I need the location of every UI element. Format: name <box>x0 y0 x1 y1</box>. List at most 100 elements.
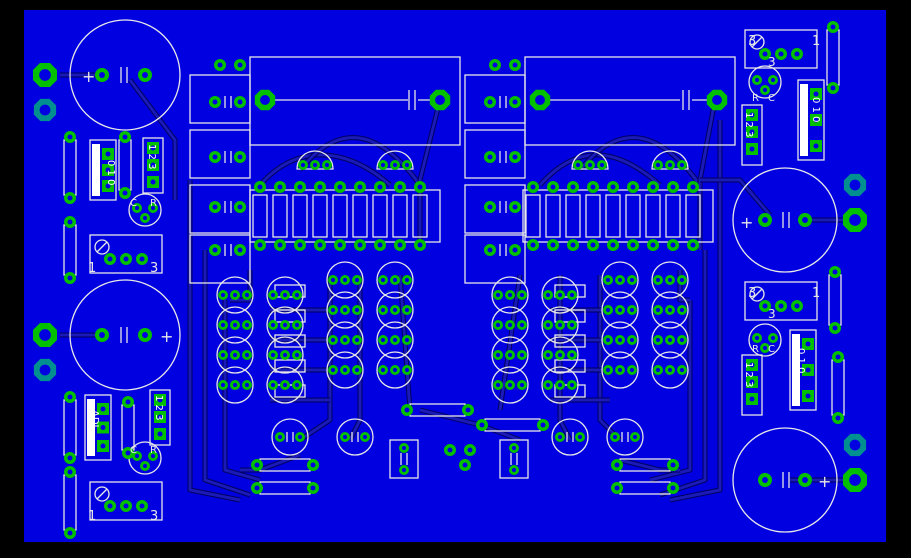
pad-hole <box>849 474 861 486</box>
pad-hole <box>655 277 661 283</box>
pad-hole <box>530 184 536 190</box>
silk-outline <box>464 234 526 284</box>
silk-circle <box>326 291 364 329</box>
pad-hole <box>830 24 836 30</box>
pad-hole <box>330 277 336 283</box>
pad-hole <box>282 352 288 358</box>
pad-hole <box>357 184 363 190</box>
pad-hole <box>762 217 768 223</box>
silk-circle <box>541 336 579 374</box>
pad-hole <box>100 443 106 449</box>
pad-hole <box>310 485 316 491</box>
pad-hole <box>435 95 445 105</box>
pad-hole <box>342 337 348 343</box>
silk-outline <box>274 334 306 348</box>
silk-circle <box>376 321 414 359</box>
pad-hole <box>778 303 784 309</box>
silk-outline <box>464 74 526 124</box>
pad-hole <box>802 477 808 483</box>
c-label: C <box>768 93 775 104</box>
pad-hole <box>67 275 73 281</box>
pad-hole <box>401 467 407 473</box>
pad-hole <box>212 247 218 253</box>
r-label: R <box>752 93 759 104</box>
pad-hole <box>605 277 611 283</box>
pin-label: 3 <box>768 55 776 69</box>
pad-hole <box>237 247 243 253</box>
pad-hole <box>105 183 111 189</box>
silk-circle <box>551 418 589 456</box>
pad-hole <box>569 292 575 298</box>
pad-hole <box>39 104 51 116</box>
pad-hole <box>655 162 661 168</box>
pad-hole <box>762 87 768 93</box>
pad-hole <box>479 422 485 428</box>
c-label: C <box>130 445 137 456</box>
silk-circle <box>128 193 162 227</box>
pad-hole <box>317 242 323 248</box>
pin-label: 3 <box>748 34 756 49</box>
pad-hole <box>270 382 276 388</box>
pad-hole <box>749 146 755 152</box>
pad-hole <box>495 352 501 358</box>
silk-circle <box>606 418 644 456</box>
pad-hole <box>749 129 755 135</box>
pad-hole <box>330 307 336 313</box>
silk-circle <box>216 336 254 374</box>
pad-hole <box>354 367 360 373</box>
pin-label: 1 <box>88 509 96 524</box>
silk-circle <box>601 351 639 389</box>
pad-hole <box>557 352 563 358</box>
silk-circle <box>266 276 304 314</box>
silk-outline <box>464 184 526 234</box>
pad-hole <box>512 99 518 105</box>
pad-hole <box>830 85 836 91</box>
silk-circle <box>601 291 639 329</box>
heatsink-tab <box>800 84 808 156</box>
silk-circle <box>651 321 689 359</box>
pad-hole <box>545 352 551 358</box>
transistor-outline <box>296 150 334 170</box>
pad-hole <box>123 256 129 262</box>
pad-hole <box>270 322 276 328</box>
pad-hole <box>507 352 513 358</box>
pad-hole <box>310 462 316 468</box>
plus-label: + <box>160 327 173 346</box>
pad-hole <box>557 434 563 440</box>
silk-circle <box>266 336 304 374</box>
pad-hole <box>139 503 145 509</box>
pad-hole <box>667 307 673 313</box>
silk-outline <box>789 329 817 411</box>
silk-outline <box>565 194 581 238</box>
silk-circle <box>326 351 364 389</box>
pad-hole <box>679 337 685 343</box>
pad-hole <box>380 337 386 343</box>
pad-hole <box>150 162 156 168</box>
pad-hole <box>392 337 398 343</box>
pad-hole <box>650 184 656 190</box>
silk-outline <box>545 194 561 238</box>
silk-circle <box>266 306 304 344</box>
pad-hole <box>632 434 638 440</box>
pad-hole <box>107 256 113 262</box>
pad-hole <box>397 184 403 190</box>
pad-hole <box>357 242 363 248</box>
pad-hole <box>655 367 661 373</box>
pad-hole <box>835 354 841 360</box>
pad-hole <box>260 95 270 105</box>
silk-outline <box>464 129 526 179</box>
silk-outline <box>744 281 818 321</box>
pad-hole <box>220 292 226 298</box>
pot-pin-label: 1 2 3 <box>146 144 157 169</box>
pad-hole <box>545 322 551 328</box>
pad-hole <box>212 154 218 160</box>
pad-hole <box>629 337 635 343</box>
silk-circle <box>601 261 639 299</box>
pad-hole <box>849 439 861 451</box>
pin-label: 1 <box>812 34 820 49</box>
trace <box>669 120 722 502</box>
pad-hole <box>342 277 348 283</box>
pad-hole <box>569 322 575 328</box>
silk-line <box>96 488 108 500</box>
pad-hole <box>270 292 276 298</box>
